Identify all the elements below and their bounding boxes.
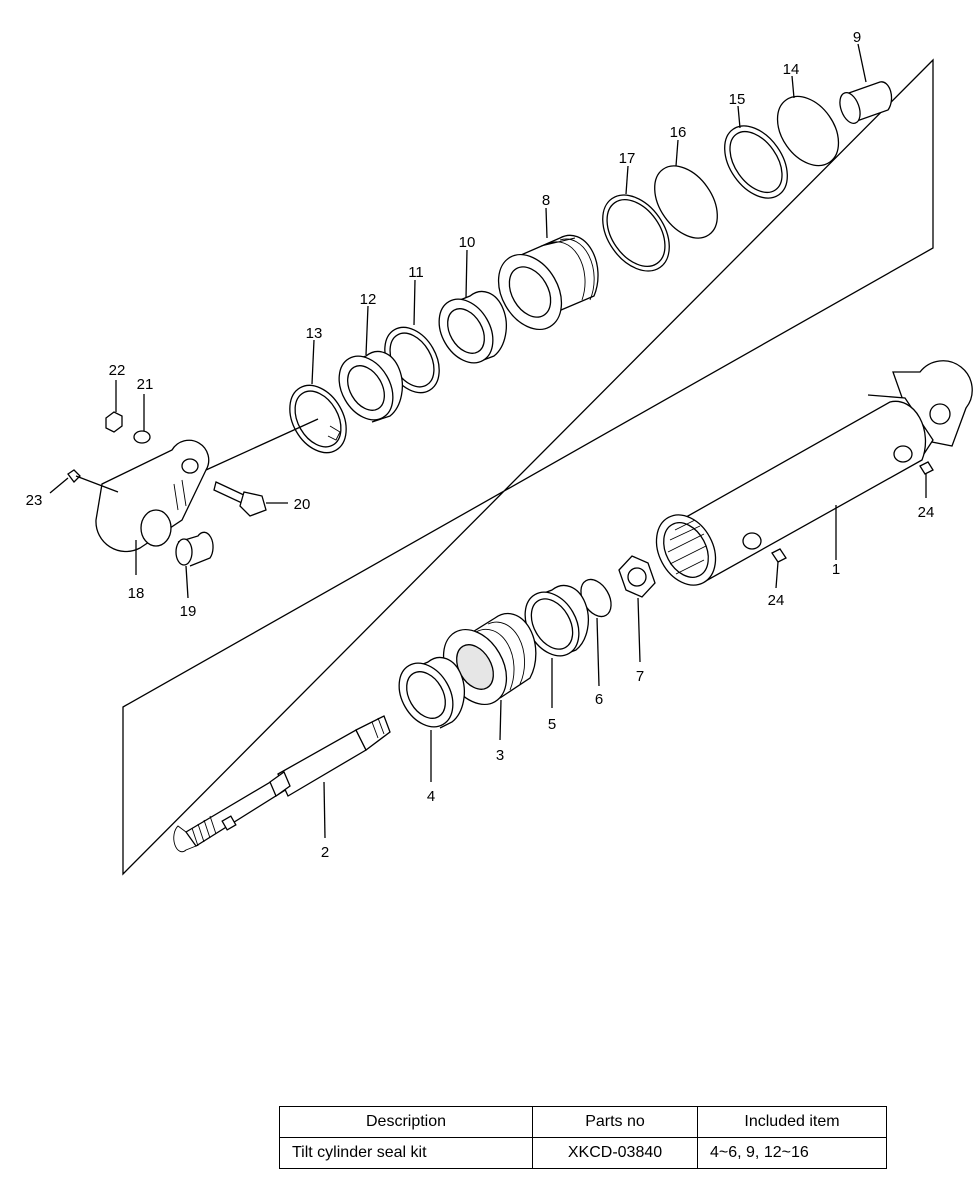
callout-24a: 24 [918,504,935,521]
part-19-bush [175,531,214,567]
callout-9: 9 [853,29,861,46]
callout-4: 4 [427,788,435,805]
part-5-ring [524,584,589,657]
callout-7: 7 [636,668,644,685]
callout-19: 19 [180,603,197,620]
column-header-included-item: Included item [697,1106,887,1138]
callout-10: 10 [459,234,476,251]
callout-2: 2 [321,844,329,861]
part-3-piston [442,612,537,706]
callout-18: 18 [128,585,145,602]
leader-lines [49,43,927,839]
part-9-bushing [839,81,893,124]
exploded-view-diagram: 9 14 15 16 17 8 10 11 12 13 22 21 23 20 … [26,29,973,876]
callout-21: 21 [137,376,154,393]
part-16-o-ring [654,165,718,239]
callout-20: 20 [294,496,311,513]
part-23-grease-nipple [67,469,81,483]
part-1-cylinder-tube [655,360,973,586]
column-header-description: Description [279,1106,533,1138]
cell-parts-no: XKCD-03840 [532,1137,698,1169]
callout-23: 23 [26,492,43,509]
column-header-parts-no: Parts no [532,1106,698,1138]
callout-1: 1 [832,561,840,578]
callout-12: 12 [360,291,377,308]
part-13-snap-ring [289,384,347,454]
part-10-wiper [438,290,507,364]
callout-16: 16 [670,124,687,141]
part-14-ring [776,95,840,167]
part-2-rod [173,715,391,853]
callout-22: 22 [109,362,126,379]
part-20-bolt [213,481,267,517]
callout-17: 17 [619,150,636,167]
seal-kit-outline [122,58,934,876]
callout-8: 8 [542,192,550,209]
callout-5: 5 [548,716,556,733]
callout-14: 14 [783,61,800,78]
callout-15: 15 [729,91,746,108]
part-18-rod-eye [95,439,210,553]
cell-description: Tilt cylinder seal kit [279,1137,533,1169]
callout-13: 13 [306,325,323,342]
part-21-washer [133,430,151,444]
seal-kit-table: Description Parts no Included item Tilt … [279,1106,887,1169]
part-7-nut [618,555,656,598]
part-17-ring [602,194,670,272]
callout-11: 11 [408,264,424,281]
callout-6: 6 [595,691,603,708]
table-header-row: Description Parts no Included item [279,1106,887,1138]
part-24-grease-nipple [771,461,934,563]
part-4-ring [398,656,465,729]
callout-24b: 24 [768,592,785,609]
part-22-nut [105,411,123,433]
part-15-split-ring [724,125,788,199]
table-row: Tilt cylinder seal kit XKCD-03840 4~6, 9… [279,1137,887,1169]
part-12-seal [338,350,403,423]
part-8-gland [497,234,599,331]
cell-included-item: 4~6, 9, 12~16 [697,1137,887,1169]
callout-3: 3 [496,747,504,764]
